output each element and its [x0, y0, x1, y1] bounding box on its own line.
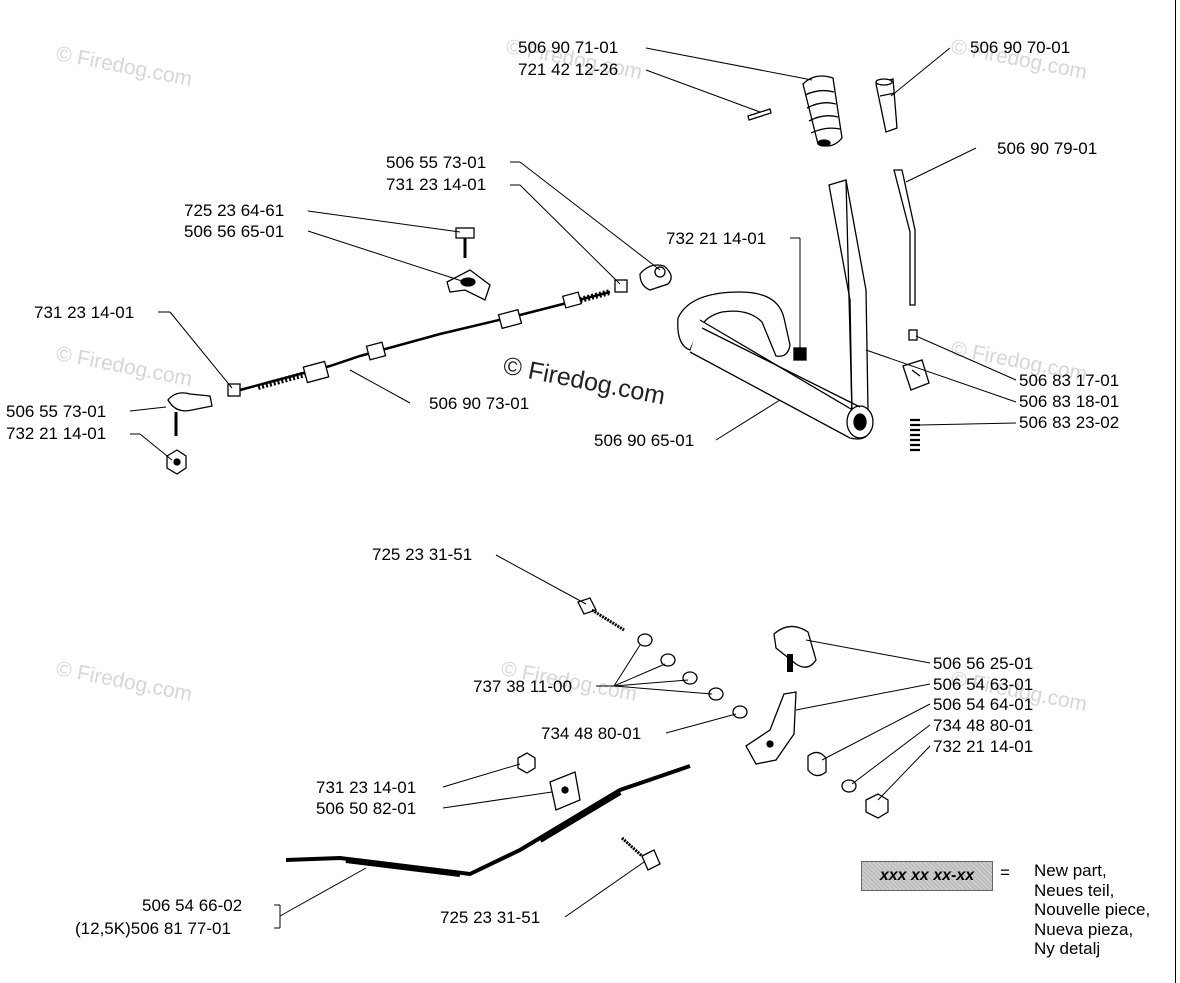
lever-bracket — [677, 291, 874, 440]
part-label: 506 83 18-01 — [1019, 392, 1120, 411]
legend-text: New part, Neues teil, Nouvelle piece, Nu… — [1034, 861, 1150, 959]
washers — [637, 633, 748, 719]
ball-joint-left — [167, 392, 213, 436]
part-label: 506 83 23-02 — [1019, 413, 1120, 432]
new-part-legend-swatch: xxx xx xx-xx — [861, 861, 993, 891]
part-label: 732 21 14-01 — [6, 424, 107, 443]
part-label: 506 54 64-01 — [933, 695, 1034, 714]
cable-clamp — [446, 269, 491, 301]
part-label: (12,5K)506 81 77-01 — [75, 919, 231, 938]
part-label: 506 90 71-01 — [518, 38, 619, 57]
legend-line: Neues teil, — [1034, 880, 1115, 900]
part-label: 506 55 73-01 — [386, 153, 487, 172]
part-label: 506 50 82-01 — [316, 799, 417, 818]
shift-lever — [745, 691, 797, 765]
clamp-screw — [455, 227, 475, 258]
part-label: 506 56 25-01 — [933, 654, 1034, 673]
nut — [793, 347, 807, 361]
part-label: 506 90 73-01 — [429, 394, 530, 413]
legend-line: Ny detalj — [1034, 939, 1101, 958]
part-label: 506 55 73-01 — [6, 402, 107, 421]
plate — [902, 359, 930, 391]
part-label: 725 23 64-61 — [184, 201, 285, 220]
part-label: 734 48 80-01 — [933, 716, 1034, 735]
part-label: 737 38 11-00 — [473, 677, 572, 696]
part-label: 506 54 66-02 — [142, 896, 243, 915]
nut-left — [166, 449, 187, 475]
cable — [239, 289, 611, 392]
part-label: 506 90 79-01 — [997, 139, 1098, 158]
page-border — [1175, 0, 1176, 983]
nut-bottom-right — [865, 793, 889, 819]
part-label: 506 83 17-01 — [1019, 371, 1120, 390]
legend-equals: = — [1000, 863, 1010, 882]
part-label: 731 23 14-01 — [34, 303, 135, 322]
washer — [841, 779, 857, 793]
part-label: 725 23 31-51 — [372, 545, 473, 564]
ball-joint — [639, 264, 672, 291]
control-rod — [893, 169, 916, 306]
control-knob — [875, 78, 898, 133]
nut — [614, 279, 628, 293]
part-label: 731 23 14-01 — [316, 778, 417, 797]
spring — [910, 418, 920, 452]
knob-handle — [773, 625, 817, 672]
nut-bottom — [517, 752, 536, 774]
part-label: 731 23 14-01 — [386, 175, 487, 194]
part-label: 506 56 65-01 — [184, 222, 285, 241]
cable-bracket — [549, 771, 581, 811]
part-label: 734 48 80-01 — [541, 724, 642, 743]
part-label: 732 21 14-01 — [933, 737, 1034, 756]
spacer — [807, 751, 827, 777]
grip-pin — [747, 108, 772, 121]
rod-end — [908, 329, 918, 341]
legend-line: Nueva pieza, — [1034, 919, 1134, 939]
part-label: 732 21 14-01 — [666, 229, 767, 248]
shift-cable — [285, 764, 691, 877]
legend-line: Nouvelle piece, — [1034, 900, 1151, 919]
lever-rod — [828, 179, 869, 415]
legend-line: New part, — [1034, 861, 1107, 880]
part-label: 506 90 70-01 — [970, 38, 1071, 57]
part-label: 721 42 12-26 — [518, 60, 619, 79]
part-label: 506 90 65-01 — [594, 431, 695, 450]
part-label: 725 23 31-51 — [440, 908, 541, 927]
part-label: 506 54 63-01 — [933, 675, 1034, 694]
lever-grip — [802, 75, 843, 147]
bolt-top — [577, 597, 625, 632]
bolt-bottom — [620, 836, 661, 871]
